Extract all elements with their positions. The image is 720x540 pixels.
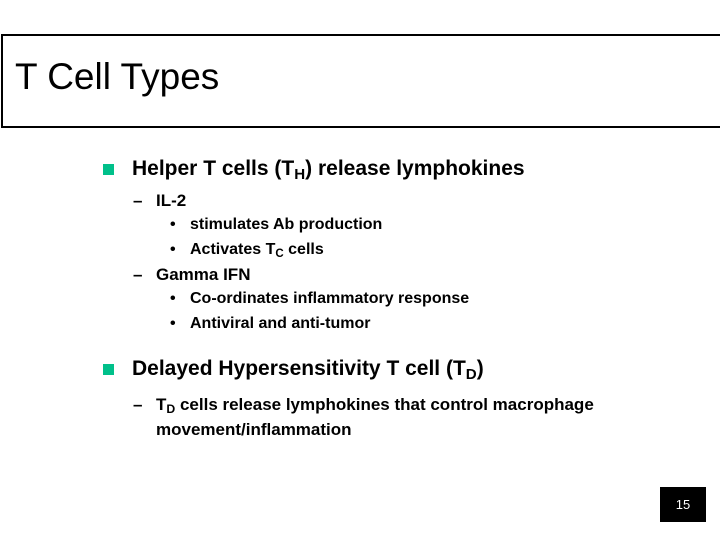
page-title: T Cell Types [15,56,220,97]
sub-bullet-il2-label: IL-2 [156,191,187,210]
spacer [0,385,720,393]
sub-bullet-td-cells-text-b: cells release lymphokines that control m… [156,395,594,439]
list-item-stimulates-ab: • stimulates Ab production [0,213,720,238]
list-item-co-ordinates: • Co-ordinates inflammatory response [0,287,720,312]
list-item-activates-tc-text-b: cells [283,241,324,258]
sub-bullet-td-cells-subscript: D [166,401,176,416]
dash-bullet-icon: – [133,191,143,210]
title-box: T Cell Types [1,34,720,128]
sub-bullet-gamma-ifn-label: Gamma IFN [156,265,251,284]
bullet-helper-t-cells-text-a: Helper T cells (T [132,157,295,180]
bullet-helper-t-cells: Helper T cells (TH) release lymphokines [0,155,720,185]
dot-bullet-icon: • [170,290,176,307]
dash-bullet-icon: – [133,265,143,284]
sub-bullet-il2: – IL-2 [0,189,720,213]
bullet-delayed-hypersensitivity-text-b: ) [476,357,484,380]
sub-bullet-td-cells: – TD cells release lymphokines that cont… [0,393,716,442]
list-item-co-ordinates-text-a: Co-ordinates inflammatory response [190,290,470,307]
square-bullet-icon [103,164,114,175]
sub-bullet-gamma-ifn: – Gamma IFN [0,263,720,287]
bullet-helper-t-cells-text-b: ) release lymphokines [305,157,525,180]
list-item-antiviral: • Antiviral and anti-tumor [0,312,720,337]
list-item-activates-tc-text-a: Activates T [190,241,276,258]
spacer [0,337,720,355]
dot-bullet-icon: • [170,216,176,233]
list-item-stimulates-ab-text-a: stimulates Ab production [190,216,383,233]
slide-body: Helper T cells (TH) release lymphokines … [0,155,720,442]
bullet-delayed-hypersensitivity: Delayed Hypersensitivity T cell (TD) [0,355,720,385]
bullet-helper-t-cells-subscript: H [294,165,306,183]
bullet-delayed-hypersensitivity-subscript: D [465,365,477,383]
square-bullet-icon [103,364,114,375]
page-number-value: 15 [675,497,691,512]
list-item-activates-tc: • Activates TC cells [0,238,720,263]
dot-bullet-icon: • [170,241,176,258]
sub-bullet-td-cells-text-a: T [156,395,167,414]
list-item-antiviral-text-a: Antiviral and anti-tumor [190,315,371,332]
dot-bullet-icon: • [170,315,176,332]
bullet-delayed-hypersensitivity-text-a: Delayed Hypersensitivity T cell (T [132,357,466,380]
list-item-activates-tc-subscript: C [275,247,284,260]
dash-bullet-icon: – [133,395,143,414]
page-number-badge: 15 [660,487,706,522]
